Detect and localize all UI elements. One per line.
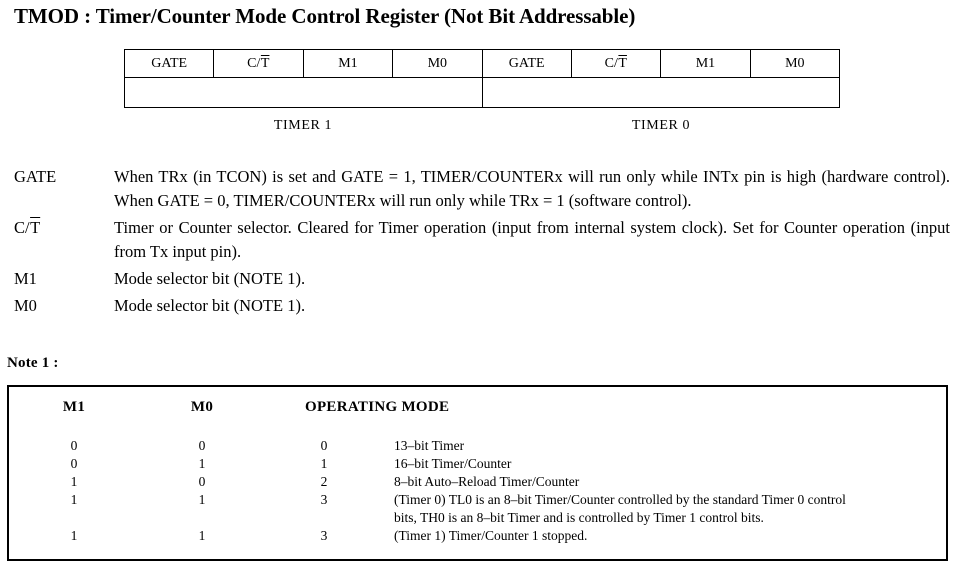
bit-description-item: GATE When TRx (in TCON) is set and GATE =… [0,165,956,213]
page-title: TMOD : Timer/Counter Mode Control Regist… [14,4,636,28]
register-value-cell-timer1[interactable] [124,78,483,108]
register-bit-label: M0 [785,55,805,71]
register-bit-cell-4[interactable]: GATE [481,49,572,79]
operating-mode-row: 1 1 3 (Timer 0) TL0 is an 8–bit Timer/Count… [9,491,946,527]
cell-m1: 1 [70,492,78,507]
bit-description-label-text: M1 [14,269,37,288]
timer-group-captions: TIMER 1 TIMER 0 [124,118,840,138]
bit-description-label: M0 [0,294,114,318]
cell-m1: 1 [70,528,78,543]
register-bit-cell-7[interactable]: M0 [749,49,840,79]
overline-t: T [260,55,270,71]
mode-description-line: 13–bit Timer [394,438,465,453]
cell-mode-number: 3 [320,528,328,543]
mode-description-line: (Timer 0) TL0 is an 8–bit Timer/Counter … [394,492,846,507]
cell-mode-number: 3 [320,492,328,507]
cell-m1: 1 [70,474,78,489]
bit-description-item: M0 Mode selector bit (NOTE 1). [0,294,956,318]
register-bit-label: C/ [604,55,618,71]
bit-description-label-text: GATE [14,167,57,186]
mode-description-line: 16–bit Timer/Counter [394,456,512,471]
register-bit-label: M0 [427,55,448,71]
register-value-cell-timer0[interactable] [481,78,840,108]
mode-description-line: (Timer 1) Timer/Counter 1 stopped. [394,528,588,543]
timer0-caption: TIMER 0 [631,118,691,133]
register-value-row [124,78,840,108]
overline-t: T [30,218,41,237]
bit-description-list: GATE When TRx (in TCON) is set and GATE =… [0,165,956,321]
cell-mode-description: 8–bit Auto–Reload Timer/Counter [394,473,936,491]
cell-mode-description: (Timer 1) Timer/Counter 1 stopped. [394,527,936,545]
bit-description-text: Timer or Counter selector. Cleared for T… [114,218,950,261]
bit-description-item: M1 Mode selector bit (NOTE 1). [0,267,956,291]
cell-mode-description: 13–bit Timer [394,437,936,455]
register-bit-label: GATE [508,55,545,71]
bit-description-text: Mode selector bit (NOTE 1). [114,296,306,315]
operating-mode-table-header: M1 M0 OPERATING MODE [9,399,946,421]
header-operating-mode: OPERATING MODE [305,399,450,415]
cell-m0: 1 [198,492,206,507]
header-m0: M0 [190,399,214,415]
operating-mode-row: 1 0 2 8–bit Auto–Reload Timer/Counter [9,473,946,491]
operating-mode-row: 1 1 3 (Timer 1) Timer/Counter 1 stopped. [9,527,946,545]
register-bit-cell-6[interactable]: M1 [660,49,751,79]
register-bit-label: C/ [247,55,261,71]
cell-m1: 0 [70,438,78,453]
register-bit-cell-1[interactable]: C/T [213,49,304,79]
note-title: Note 1 : [7,355,59,371]
register-bit-label: M1 [695,55,716,71]
operating-mode-row: 0 0 0 13–bit Timer [9,437,946,455]
cell-mode-description: (Timer 0) TL0 is an 8–bit Timer/Counter … [394,491,936,527]
bit-description-label: M1 [0,267,114,291]
cell-m1: 0 [70,456,78,471]
cell-m0: 1 [198,456,206,471]
cell-mode-description: 16–bit Timer/Counter [394,455,936,473]
register-bit-table: GATE C/T M1 M0 GATE C/T M1 M0 [124,49,840,108]
mode-description-line: bits, TH0 is an 8–bit Timer and is contr… [394,510,764,525]
bit-description-text: When TRx (in TCON) is set and GATE = 1, … [114,167,950,210]
operating-mode-row: 0 1 1 16–bit Timer/Counter [9,455,946,473]
bit-description-label-text: C/ [14,218,30,237]
bit-description-label-text: M0 [14,296,37,315]
cell-mode-number: 2 [320,474,328,489]
register-bit-row: GATE C/T M1 M0 GATE C/T M1 M0 [124,49,840,79]
cell-mode-number: 0 [320,438,328,453]
register-bit-cell-3[interactable]: M0 [392,49,483,79]
register-bit-label: GATE [151,55,188,71]
bit-description-text: Mode selector bit (NOTE 1). [114,269,306,288]
register-bit-cell-2[interactable]: M1 [302,49,394,79]
bit-description-label: GATE [0,165,114,189]
cell-m0: 0 [198,438,206,453]
timer1-caption: TIMER 1 [273,118,333,133]
register-bit-label: M1 [338,55,358,71]
mode-description-line: 8–bit Auto–Reload Timer/Counter [394,474,580,489]
bit-description-label: C/T [0,216,114,240]
cell-m0: 0 [198,474,206,489]
overline-t: T [618,55,627,71]
cell-m0: 1 [198,528,206,543]
register-bit-cell-5[interactable]: C/T [570,49,662,79]
header-m1: M1 [62,399,86,415]
register-bit-cell-0[interactable]: GATE [124,49,215,79]
cell-mode-number: 1 [320,456,328,471]
